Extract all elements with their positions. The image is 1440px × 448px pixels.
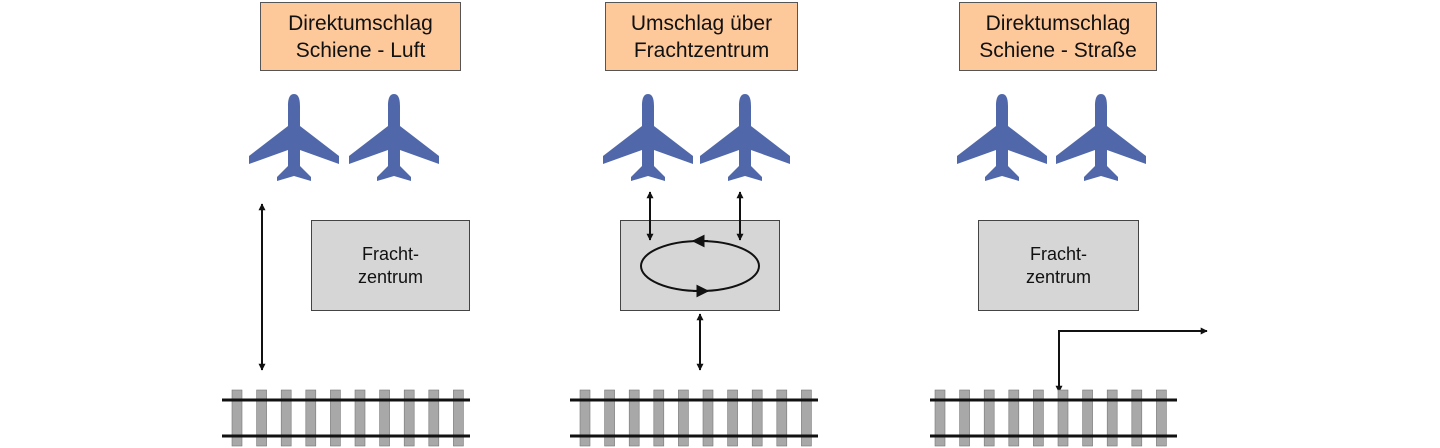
panel3-freight-center: Fracht- zentrum [978, 220, 1139, 311]
panel1-center-line1: Fracht- [361, 243, 419, 264]
panel2-title-line2: Frachtzentrum [633, 38, 770, 62]
panel2-title: Umschlag über Frachtzentrum [605, 2, 798, 71]
panel3-center-line1: Fracht- [1029, 243, 1087, 264]
panel3-title-line1: Direktumschlag [985, 11, 1131, 35]
panel1-title-line1: Direktumschlag [288, 11, 433, 35]
airplane-icon [603, 94, 693, 181]
panel1-title: Direktumschlag Schiene - Luft [260, 2, 461, 71]
airplane-icon [700, 94, 790, 181]
panel1-center-line2: zentrum [357, 266, 424, 287]
panel2-title-line1: Umschlag über [630, 11, 773, 35]
airplane-icon [1056, 94, 1146, 181]
circulation-loop-icon [640, 234, 760, 298]
railway-track-icon [930, 389, 1177, 447]
airplane-icon [349, 94, 439, 181]
railway-track-icon [570, 389, 818, 447]
airplane-icon [249, 94, 339, 181]
panel1-freight-center: Fracht- zentrum [311, 220, 470, 311]
rail-road-arrow [1055, 327, 1208, 393]
panel3-title-line2: Schiene - Straße [979, 38, 1137, 62]
panel3-title: Direktumschlag Schiene - Straße [959, 2, 1157, 71]
railway-track-icon [222, 389, 470, 447]
panel3-center-line2: zentrum [1025, 266, 1092, 287]
airplane-icon [957, 94, 1047, 181]
panel1-title-line2: Schiene - Luft [295, 38, 426, 62]
